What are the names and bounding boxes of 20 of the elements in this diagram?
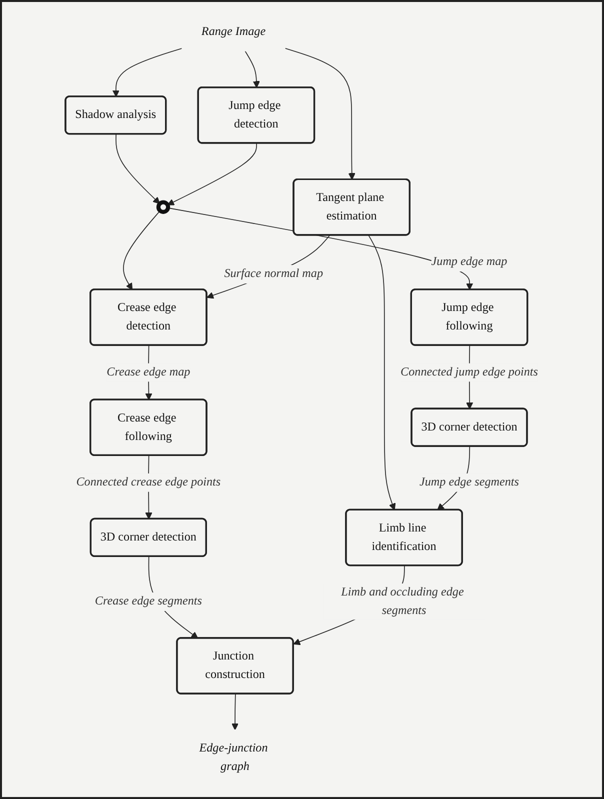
arrow <box>116 134 160 204</box>
arrow <box>284 48 356 180</box>
arrow <box>368 234 396 510</box>
edge-label: Connected crease edge points <box>76 476 221 489</box>
arrow <box>168 142 258 206</box>
node-text: Range Image <box>202 26 266 38</box>
arrow <box>206 234 330 299</box>
arrow <box>244 50 260 88</box>
arrow <box>112 48 183 98</box>
edge-label: Crease edge map <box>106 366 190 379</box>
node-text: Edge-junction graph <box>200 742 268 774</box>
edge-label: Crease edge segments <box>95 594 202 608</box>
edge-label: Connected jump edge points <box>400 366 538 379</box>
edge-label: Limb and occluding edge segments <box>341 586 464 617</box>
edge-label: Jump edge map <box>432 255 508 268</box>
arrow <box>123 210 161 290</box>
edge-label: Surface normal map <box>224 267 324 280</box>
arrow <box>232 694 239 730</box>
node-circle <box>156 200 170 214</box>
edge-label: Jump edge segments <box>420 476 520 489</box>
